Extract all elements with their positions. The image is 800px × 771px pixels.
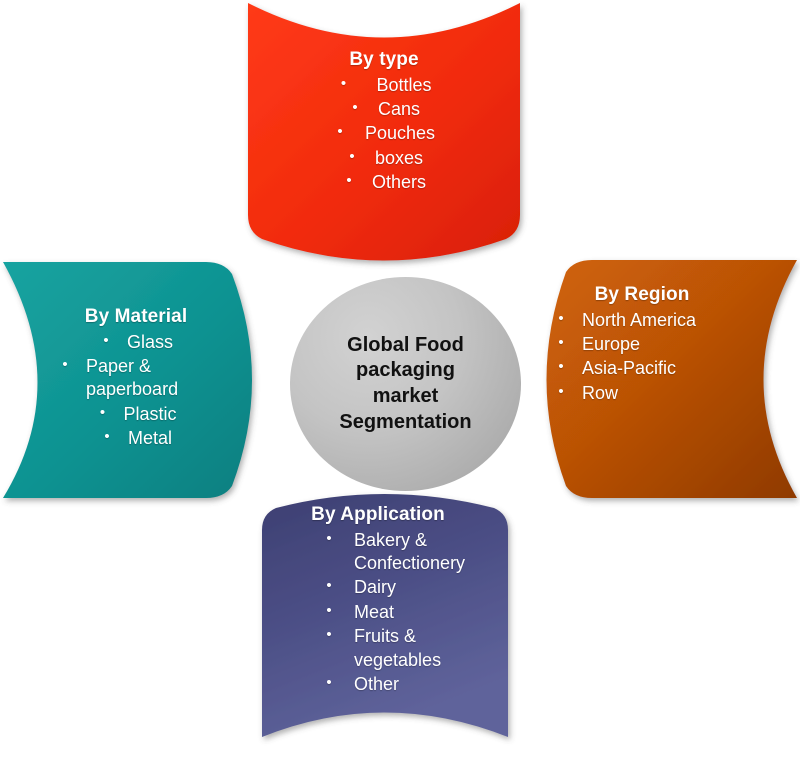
bullet-icon: • (326, 674, 332, 692)
center-label: Global Food packaging market Segmentatio… (339, 333, 472, 433)
list-item: • North America (552, 309, 764, 332)
list-item-label: Glass (126, 331, 173, 352)
list-item-label: Cans (377, 99, 421, 120)
list-item: • Meat (262, 601, 502, 624)
list-item: • Other (262, 673, 502, 696)
list-item-label: Others (371, 172, 427, 193)
bullet-icon: • (349, 147, 355, 165)
bullet-icon: • (326, 601, 332, 619)
bullet-icon: • (326, 626, 332, 644)
list-item: • Glass (38, 331, 234, 354)
list-item: • Bottles (250, 74, 518, 97)
bullet-icon: • (352, 99, 358, 117)
list-item-label: Bottles (376, 74, 432, 95)
bullet-icon: • (558, 334, 564, 352)
bullet-icon: • (99, 403, 106, 421)
bullet-icon: • (337, 123, 343, 141)
list-item: • Fruits & vegetables (262, 625, 502, 672)
list-item: • Cans (250, 98, 518, 121)
list-item-label: Asia-Pacific (582, 358, 677, 379)
panel-by-region-list: • North America • Europe • Asia-Pacific • Ro… (552, 309, 764, 406)
list-item: • Pouches (250, 122, 518, 145)
list-item: • Dairy (262, 576, 502, 599)
panel-by-region[interactable]: By Region • North America • Europe • Asia-P… (552, 283, 764, 406)
list-item: • Paper & paperboard (38, 355, 234, 402)
panel-by-type[interactable]: By type • Bottles • Cans • Pouches • boxes •… (250, 48, 518, 196)
list-item-label: Europe (582, 334, 641, 355)
panel-by-type-title: By type (349, 49, 419, 70)
list-item: • Europe (552, 333, 764, 356)
bullet-icon: • (558, 358, 564, 376)
list-item-label: Paper & paperboard (86, 356, 179, 400)
list-item: • Row (552, 382, 764, 405)
list-item: • Plastic (38, 403, 234, 426)
panel-by-application[interactable]: By Application • Bakery & Confectionery •… (262, 503, 502, 697)
bullet-icon: • (346, 172, 352, 190)
bullet-icon: • (103, 331, 109, 349)
list-item-label: Meat (354, 601, 395, 622)
panel-by-application-list: • Bakery & Confectionery • Dairy • Meat • Fr… (262, 529, 502, 697)
list-item-label: Pouches (364, 123, 436, 144)
panel-by-material-list: • Glass • Paper & paperboard • Plastic • Met… (38, 331, 234, 451)
list-item-label: North America (582, 309, 697, 330)
list-item: • Bakery & Confectionery (262, 529, 502, 576)
list-item-label: Metal (127, 428, 172, 449)
bullet-icon: • (326, 577, 332, 595)
bullet-icon: • (104, 428, 110, 446)
list-item-label: Plastic (123, 403, 177, 424)
list-item-label: Other (354, 674, 400, 695)
bullet-icon: • (62, 356, 68, 374)
list-item-label: Bakery & Confectionery (354, 529, 466, 574)
list-item: • boxes (250, 147, 518, 170)
list-item: • Metal (38, 427, 234, 450)
panel-by-material[interactable]: By Material • Glass • Paper & paperboard •… (38, 305, 234, 452)
panel-by-material-title: By Material (84, 306, 188, 327)
list-item-label: Fruits & vegetables (354, 626, 442, 670)
bullet-icon: • (558, 382, 564, 400)
panel-by-type-list: • Bottles • Cans • Pouches • boxes • Others (250, 74, 518, 195)
panel-by-application-title: By Application (311, 504, 445, 525)
list-item-label: Dairy (354, 577, 397, 598)
list-item: • Others (250, 171, 518, 194)
bullet-icon: • (326, 529, 332, 547)
panel-by-region-title: By Region (594, 284, 690, 305)
bullet-icon: • (558, 309, 564, 327)
bullet-icon: • (340, 74, 347, 92)
list-item-label: boxes (374, 147, 424, 168)
list-item: • Asia-Pacific (552, 357, 764, 380)
center-circle: Global Food packaging market Segmentatio… (290, 277, 521, 491)
list-item-label: Row (582, 382, 619, 403)
